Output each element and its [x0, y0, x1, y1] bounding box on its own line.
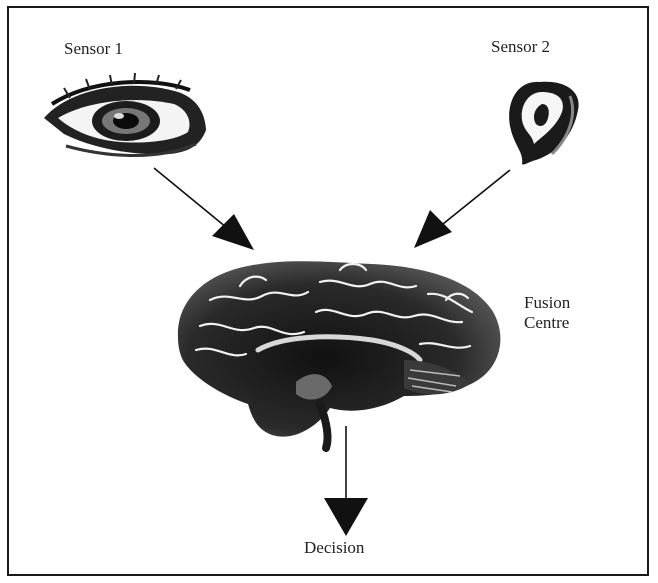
fusion-centre-label: Fusion Centre [524, 293, 570, 332]
brain-icon [178, 261, 501, 448]
decision-label: Decision [304, 538, 364, 558]
ear-icon [509, 82, 578, 165]
eye-icon [44, 73, 206, 156]
fusion-label-line1: Fusion [524, 293, 570, 313]
arrow-sensor1-to-fusion [154, 168, 254, 250]
sensor-1-label: Sensor 1 [64, 39, 123, 59]
fusion-label-line2: Centre [524, 313, 570, 333]
sensor-2-label: Sensor 2 [491, 37, 550, 57]
arrow-sensor2-to-fusion [414, 170, 510, 248]
